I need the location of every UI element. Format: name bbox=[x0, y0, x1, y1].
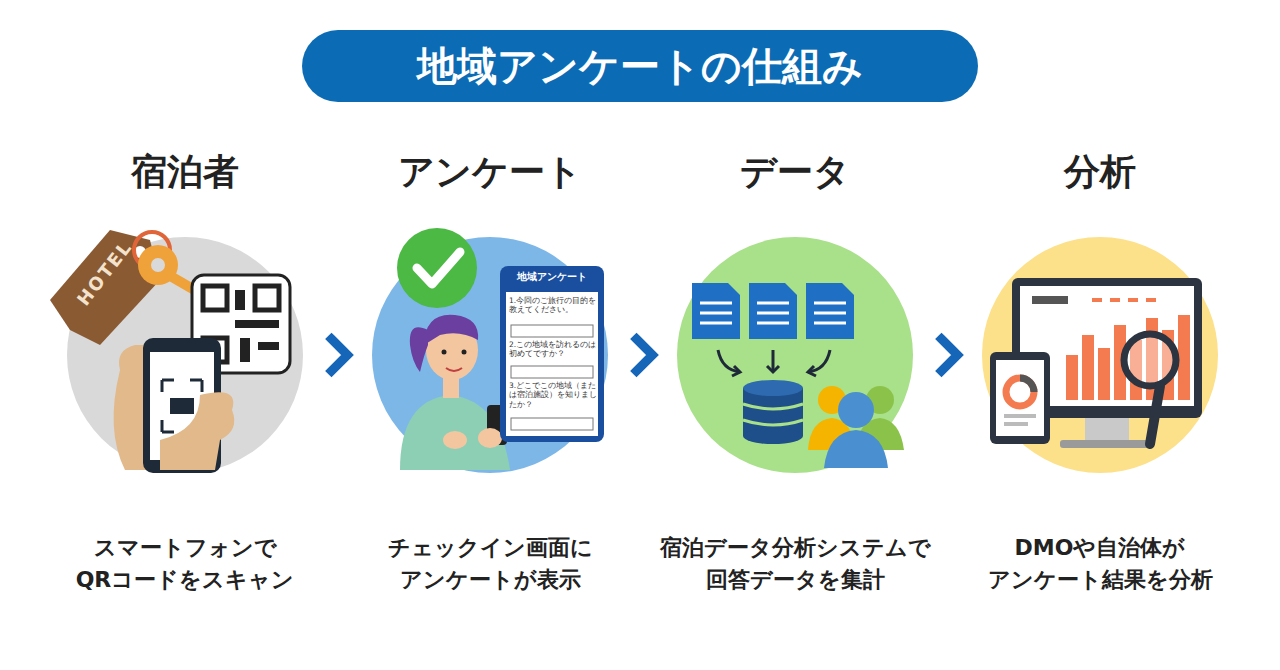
step-caption: チェックイン画面に アンケートが表示 bbox=[335, 532, 645, 596]
hand-phone bbox=[114, 338, 235, 473]
chevron-arrow bbox=[942, 339, 958, 371]
doc-lines bbox=[700, 303, 846, 323]
check-mark bbox=[397, 228, 477, 308]
step-circle bbox=[677, 237, 913, 473]
step-column: アンケートチェックイン画面に アンケートが表示 bbox=[335, 140, 645, 610]
step-circle-area bbox=[675, 235, 915, 475]
step-circle-area bbox=[980, 235, 1220, 475]
step-circle bbox=[982, 237, 1218, 473]
bar-chart bbox=[1066, 315, 1190, 400]
step-heading: データ bbox=[640, 148, 950, 197]
magnifier bbox=[1124, 334, 1176, 444]
merge-arrows bbox=[718, 350, 830, 376]
chevron-arrow bbox=[637, 339, 653, 371]
survey-form bbox=[500, 266, 604, 442]
people bbox=[808, 386, 904, 468]
step-caption: DMOや自治体が アンケート結果を分析 bbox=[945, 532, 1255, 596]
chevron-head bbox=[637, 339, 653, 371]
tablet bbox=[990, 352, 1050, 444]
step-heading: 宿泊者 bbox=[30, 148, 340, 197]
woman bbox=[400, 315, 510, 470]
chevron-head bbox=[332, 339, 348, 371]
step-column: 宿泊者スマートフォンで QRコードをスキャン bbox=[30, 140, 340, 610]
illustration-label: 3.どこでこの地域（または宿泊施設）を知りましたか？ bbox=[509, 381, 597, 409]
step-heading: アンケート bbox=[335, 148, 645, 197]
step-column: データ宿泊データ分析システムで 回答データを集計 bbox=[640, 140, 950, 610]
hotel-key bbox=[50, 230, 213, 345]
step-caption: 宿泊データ分析システムで 回答データを集計 bbox=[640, 532, 950, 596]
title-text: 地域アンケートの仕組み bbox=[302, 30, 978, 102]
documents bbox=[692, 283, 854, 339]
chevron-head bbox=[942, 339, 958, 371]
illustration-label: 1.今回のご旅行の目的を教えてください。 bbox=[509, 296, 597, 315]
step-column: 分析 DMOや自治体が アンケート結果を分析 bbox=[945, 140, 1255, 610]
database bbox=[743, 380, 803, 444]
chevron-arrow bbox=[332, 339, 348, 371]
step-caption: スマートフォンで QRコードをスキャン bbox=[30, 532, 340, 596]
illustration-label: 2.この地域を訪れるのは初めてですか？ bbox=[509, 340, 597, 359]
step-heading: 分析 bbox=[945, 148, 1255, 197]
illustration-label: 地域アンケート bbox=[504, 271, 600, 284]
